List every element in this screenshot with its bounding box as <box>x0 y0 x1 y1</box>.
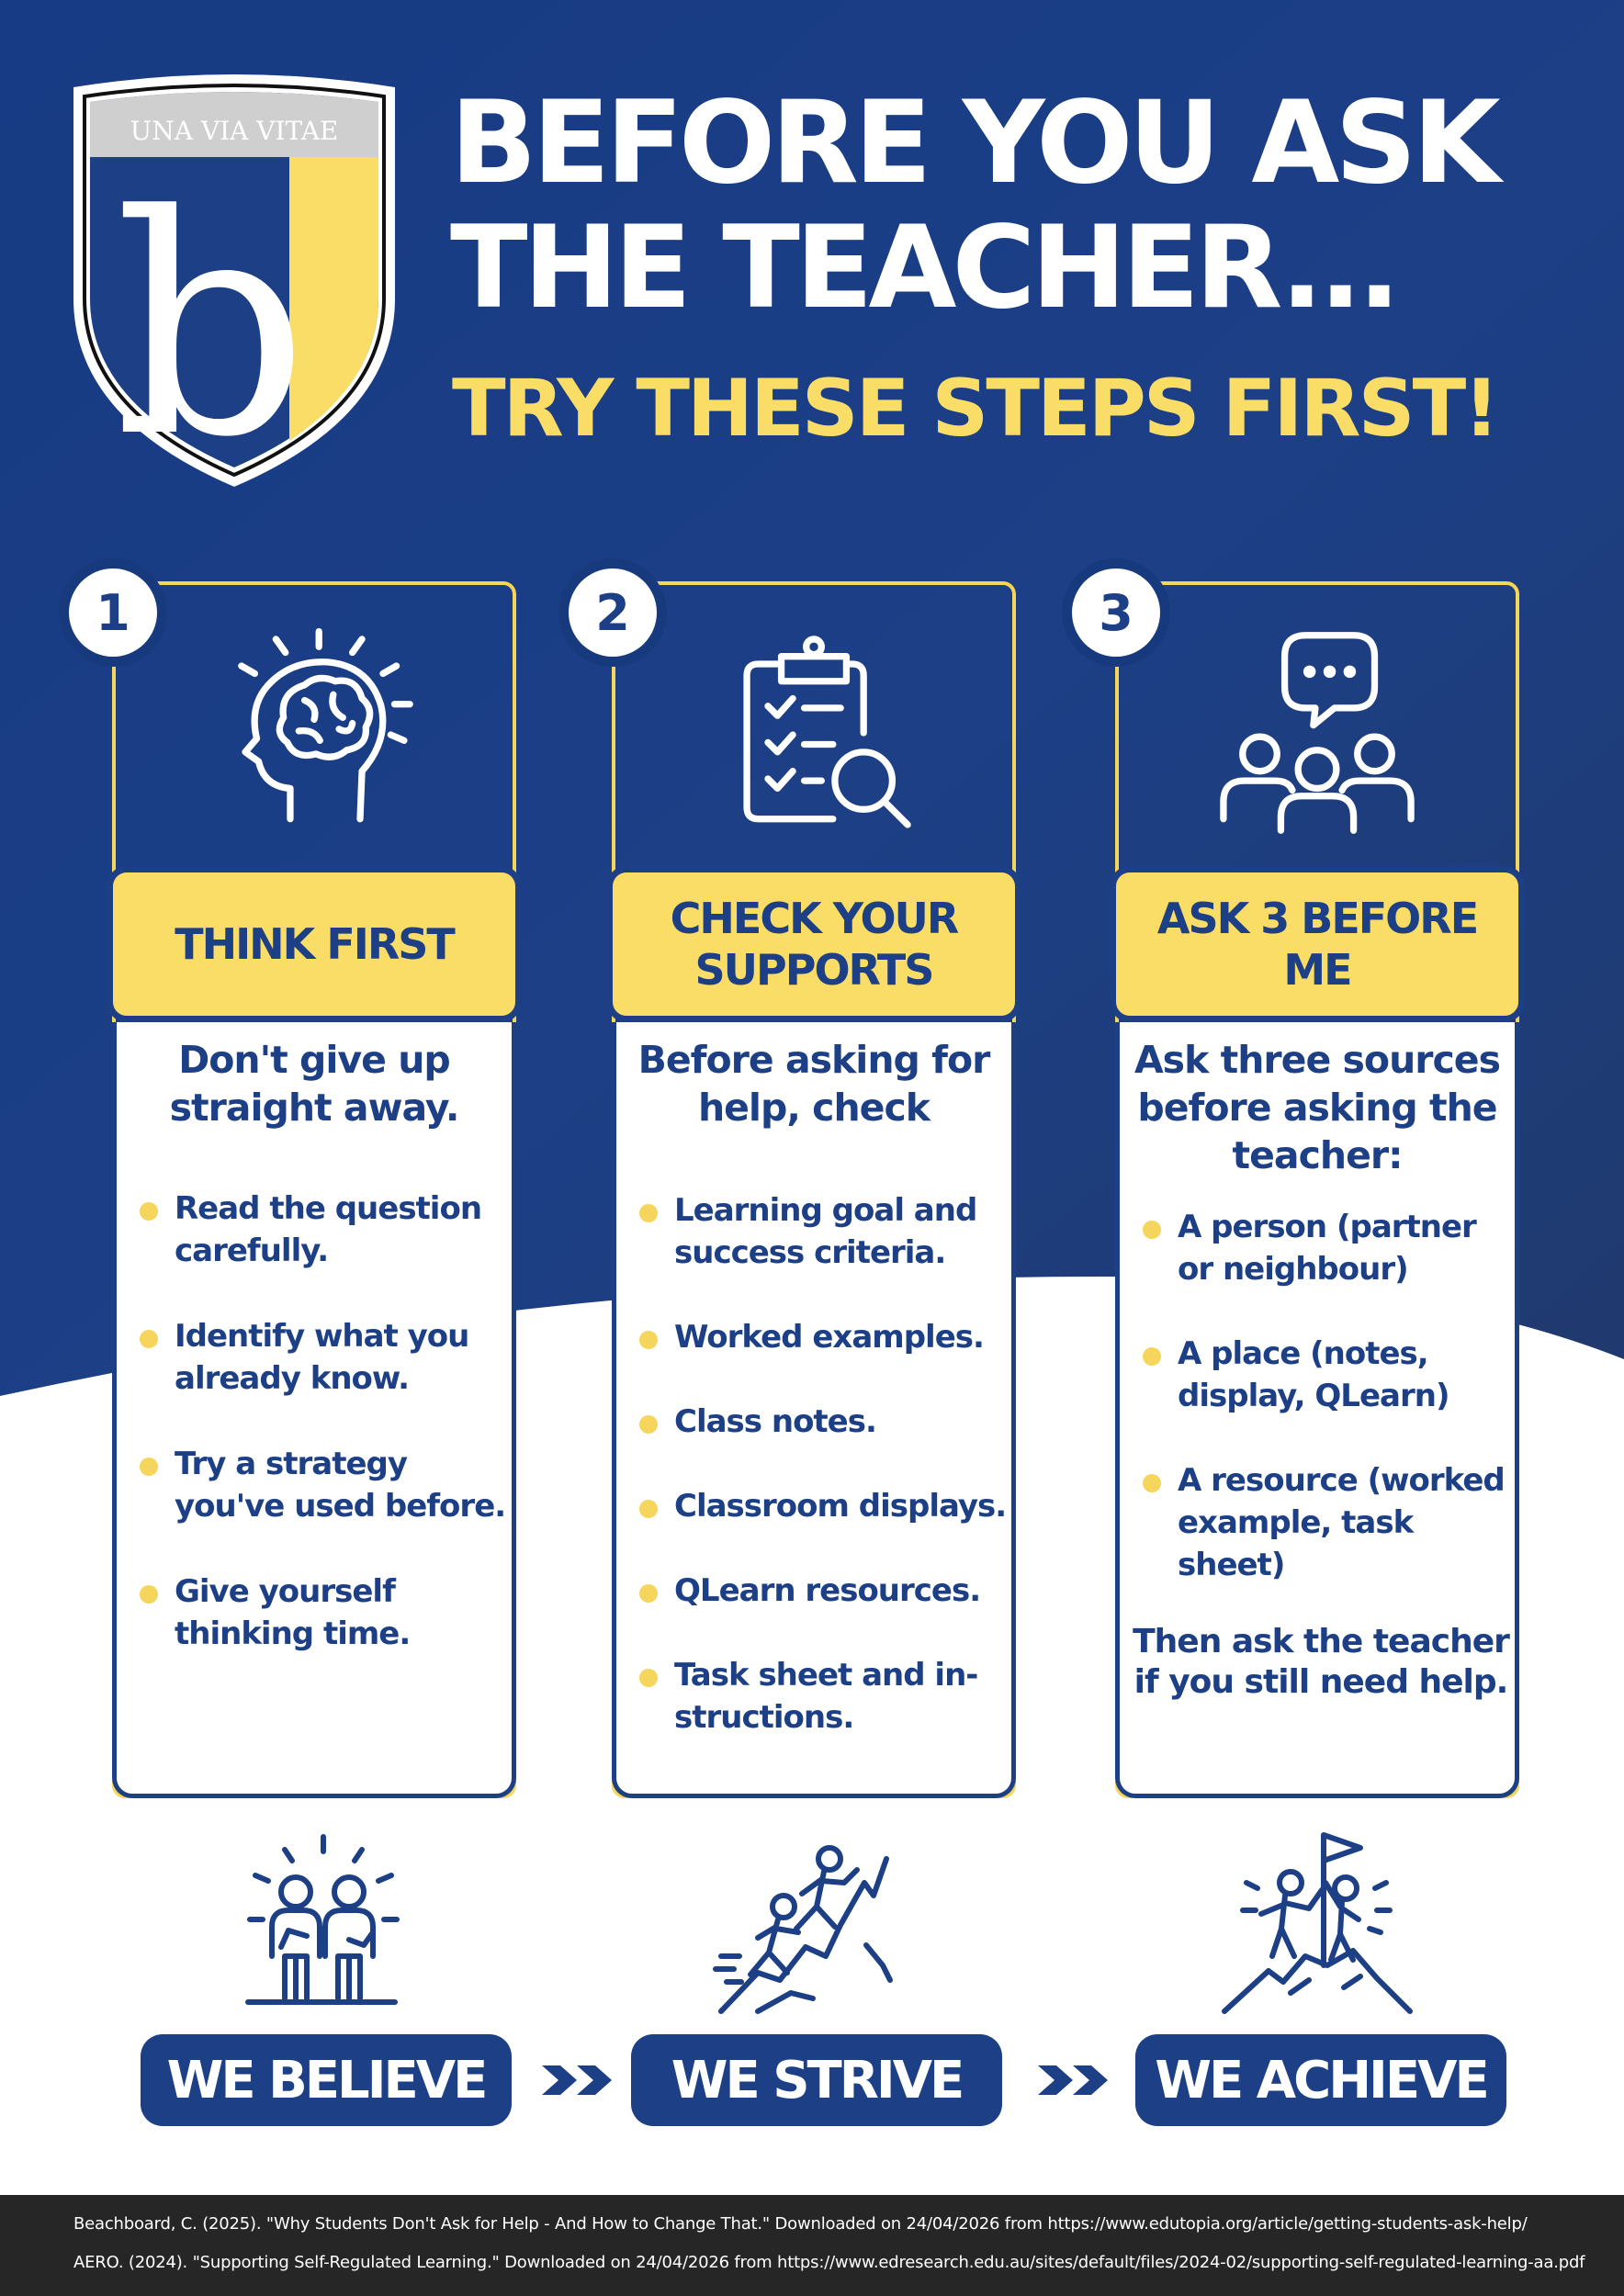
motto-we-achieve: WE ACHIEVE <box>1135 2034 1506 2126</box>
references-footer: Beachboard, C. (2025). "Why Students Don… <box>0 2195 1624 2296</box>
bullet-dot <box>639 1500 658 1518</box>
list-item: QLearn resources. <box>612 1570 1016 1612</box>
title-line-2: THE TEACHER... <box>450 202 1401 334</box>
bullet-dot <box>639 1584 658 1603</box>
list-item: Learning goal and success criteria. <box>612 1189 1016 1274</box>
bullet-dot <box>1143 1474 1161 1492</box>
step-label: ASK 3 BEFORE ME <box>1110 866 1525 1022</box>
list-item: Task sheet and in-structions. <box>612 1654 1016 1739</box>
bullet-dot <box>639 1669 658 1687</box>
step-label: THINK FIRST <box>107 866 522 1022</box>
summit-flag-icon <box>1222 1832 1413 2014</box>
list-item: Give yourself thinking time. <box>112 1570 516 1655</box>
bullet-dot <box>140 1585 158 1604</box>
checklist-magnifier-icon <box>743 636 911 828</box>
page-title: BEFORE YOU ASK THE TEACHER... <box>450 81 1607 331</box>
list-item: A person (partner or neighbour) <box>1115 1206 1519 1290</box>
bullet-dot <box>140 1202 158 1221</box>
step-badge: 2 <box>558 558 667 667</box>
climbing-people-icon <box>713 1845 893 2014</box>
step-intro: Don't give up straight away. <box>169 1038 460 1130</box>
list-item: Read the question carefully. <box>112 1187 516 1272</box>
step-badge: 1 <box>59 558 167 667</box>
step-card-ask-3-before-me: 3 ASK 3 BEFORE ME Ask three sources befo… <box>1062 558 1525 1798</box>
list-item: Class notes. <box>612 1401 1016 1443</box>
list-item: Classroom displays. <box>612 1485 1016 1527</box>
motto-we-strive: WE STRIVE <box>631 2034 1002 2126</box>
bullet-dot <box>140 1458 158 1476</box>
chevron-right-icon <box>542 2065 612 2095</box>
title-line-1: BEFORE YOU ASK <box>450 77 1501 209</box>
school-crest-logo: UNA VIA VITAE b <box>73 74 395 491</box>
reference-2: AERO. (2024). "Supporting Self-Regulated… <box>73 2253 1585 2272</box>
bullet-dot <box>1143 1347 1161 1366</box>
group-chat-icon <box>1220 632 1415 834</box>
step-number: 2 <box>569 568 657 657</box>
step-outro: Then ask the teacher if you still need h… <box>1133 1623 1510 1701</box>
card-body <box>112 1022 516 1798</box>
motto-we-believe: WE BELIEVE <box>141 2034 512 2126</box>
step-intro: Before asking for help, check <box>637 1038 991 1130</box>
step-intro: Ask three sources before asking the teac… <box>1133 1038 1501 1177</box>
crest-letter: b <box>114 151 308 491</box>
bullet-dot <box>1143 1221 1161 1239</box>
thinking-head-icon <box>238 627 413 823</box>
step-label: CHECK YOUR SUPPORTS <box>606 866 1021 1022</box>
list-item: Worked examples. <box>612 1316 1016 1358</box>
bullet-dot <box>639 1331 658 1349</box>
list-item: A resource (worked example, task sheet) <box>1115 1459 1519 1586</box>
bullet-dot <box>639 1204 658 1222</box>
two-people-standing-icon <box>245 1834 400 2005</box>
list-item: A place (notes, display, QLearn) <box>1115 1333 1519 1417</box>
step-list: Read the question carefully. Identify wh… <box>112 1187 516 1655</box>
step-card-think-first: 1 THINK FIRST Don't give up straight awa… <box>59 558 522 1798</box>
page-subtitle: TRY THESE STEPS FIRST! <box>452 363 1499 455</box>
step-number: 3 <box>1072 568 1160 657</box>
reference-1: Beachboard, C. (2025). "Why Students Don… <box>73 2214 1528 2234</box>
bullet-dot <box>140 1330 158 1348</box>
step-card-check-your-supports: 2 CHECK YOUR SUPPORTS Before asking for … <box>558 558 1021 1798</box>
card-body <box>612 1022 1016 1798</box>
bullet-dot <box>639 1415 658 1434</box>
step-number: 1 <box>69 568 157 657</box>
step-list: Learning goal and success criteria. Work… <box>612 1189 1016 1739</box>
list-item: Try a strategy you've used before. <box>112 1443 516 1527</box>
step-badge: 3 <box>1062 558 1170 667</box>
list-item: Identify what you already know. <box>112 1315 516 1400</box>
chevron-right-icon <box>1038 2065 1108 2095</box>
step-list: A person (partner or neighbour) A place … <box>1115 1206 1519 1586</box>
card-body <box>1115 1022 1519 1798</box>
crest-motto: UNA VIA VITAE <box>130 116 339 146</box>
